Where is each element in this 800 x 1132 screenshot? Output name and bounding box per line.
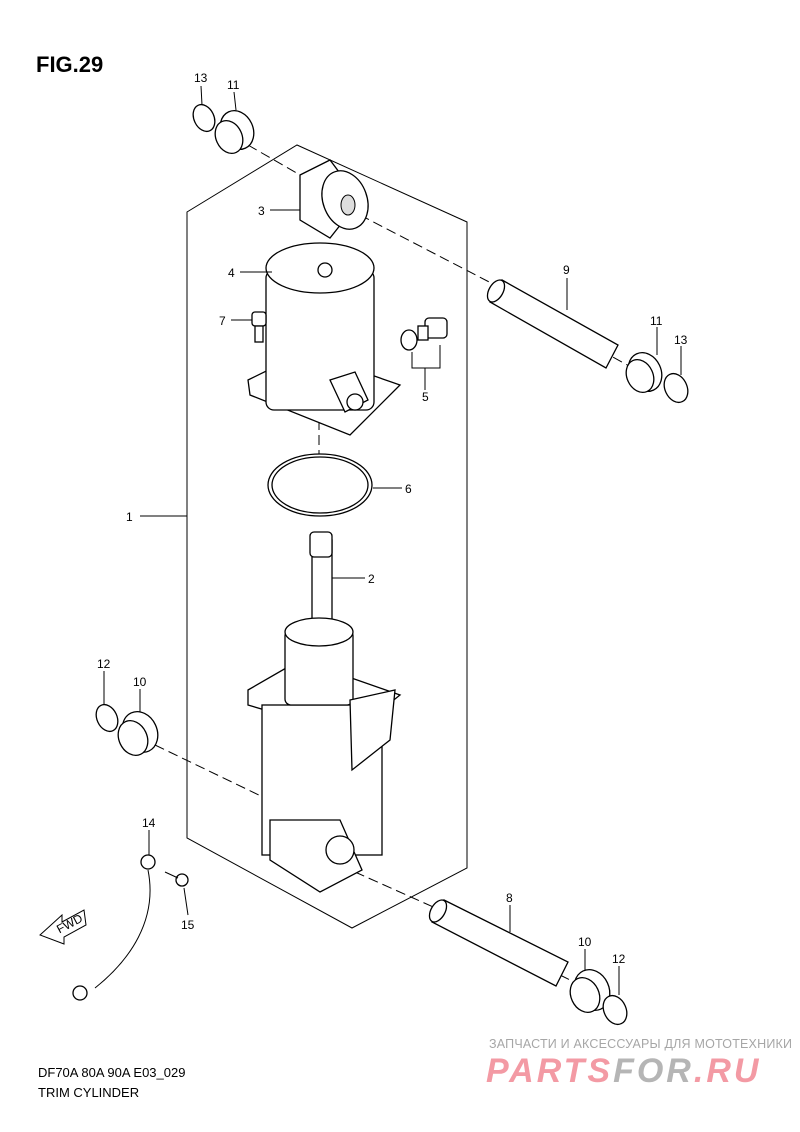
callout-10: 10 [133, 675, 147, 689]
assembly-frame [186, 144, 468, 929]
callout-5: 5 [422, 390, 429, 404]
part-2-piston-rod-and-cylinder [247, 531, 402, 893]
part-11-bushing-top [214, 110, 255, 155]
callout-10: 10 [578, 935, 592, 949]
part-7-screw [251, 311, 267, 343]
callout-15: 15 [181, 918, 195, 932]
callout-6: 6 [405, 482, 412, 496]
model-code: DF70A 80A 90A E03_029 [38, 1065, 186, 1080]
part-10-bushing-right [569, 969, 611, 1014]
part-14-ground-wire [72, 854, 156, 1001]
callout-1: 1 [126, 510, 133, 524]
callout-2: 2 [368, 572, 375, 586]
part-4-reservoir [247, 242, 402, 436]
part-15-bolt [164, 871, 189, 887]
callout-12: 12 [97, 657, 111, 671]
part-12-circlip-left [95, 703, 119, 733]
callout-11: 11 [227, 78, 240, 92]
watermark-tagline: ЗАПЧАСТИ И АКСЕССУАРЫ ДЛЯ МОТОТЕХНИКИ [489, 1037, 793, 1051]
watermark-logo: PARTSFOR.RU [486, 1052, 762, 1090]
callout-8: 8 [506, 891, 513, 905]
part-12-circlip-right [602, 994, 628, 1026]
part-8-pin [428, 899, 569, 987]
section-name: TRIM CYLINDER [38, 1085, 140, 1100]
callout-3: 3 [258, 204, 265, 218]
part-13-circlip-top [192, 103, 216, 133]
callout-13: 13 [674, 333, 688, 347]
part-11-bushing-right [625, 352, 663, 394]
callout-7: 7 [219, 314, 226, 328]
callout-12: 12 [612, 952, 626, 966]
callout-11: 11 [650, 314, 663, 328]
fwd-arrow-icon: FWD [39, 909, 87, 945]
callout-4: 4 [228, 266, 235, 280]
part-10-bushing-left [117, 711, 159, 757]
part-3-bushing [299, 159, 369, 239]
part-13-circlip-right [663, 372, 689, 404]
part-9-pin [486, 279, 619, 369]
callout-13: 13 [194, 71, 208, 85]
callout-14: 14 [142, 816, 156, 830]
figure-title: FIG.29 [36, 52, 104, 77]
callout-9: 9 [563, 263, 570, 277]
part-6-o-ring [267, 453, 373, 517]
part-5-plug [400, 317, 448, 369]
